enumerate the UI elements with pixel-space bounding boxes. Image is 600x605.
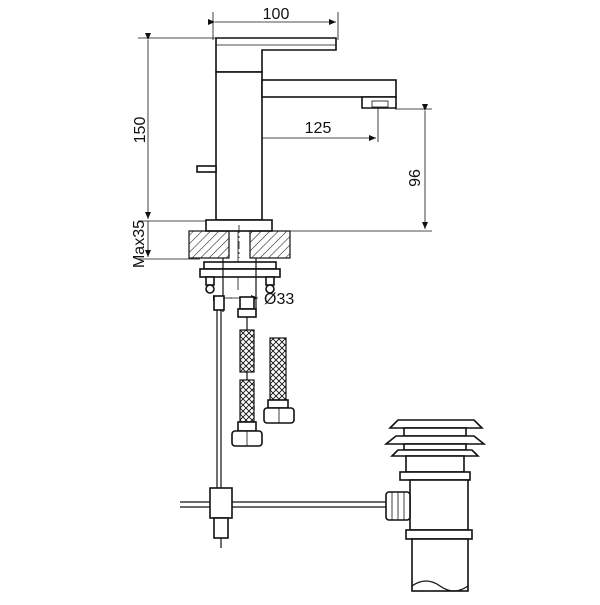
dimension-width-100: 100 <box>208 6 339 40</box>
countertop-section <box>188 230 291 259</box>
popup-rod <box>213 295 225 488</box>
dimension-label-150: 150 <box>132 117 149 144</box>
waste-tailpiece <box>411 538 469 592</box>
column <box>215 71 263 221</box>
mounting-hardware <box>199 258 281 312</box>
dimension-label-diameter-33: Ø33 <box>264 291 294 308</box>
linkage-rod <box>180 487 386 548</box>
spout <box>261 79 397 98</box>
supply-hose-left <box>231 296 263 447</box>
dimension-max35: Max35 <box>131 220 200 268</box>
popup-waste <box>383 419 487 592</box>
dimension-diameter-33: Ø33 <box>213 291 294 308</box>
popup-knob <box>196 165 217 173</box>
aerator <box>371 100 389 108</box>
waste-body <box>409 479 469 531</box>
spout-tip <box>361 96 397 109</box>
dimension-label-max35: Max35 <box>131 220 148 268</box>
handle-lever <box>215 37 337 73</box>
dimension-height-150: 150 <box>132 33 216 222</box>
dimension-height-96: 96 <box>272 104 432 232</box>
dimension-label-125: 125 <box>305 120 332 137</box>
dimension-label-100: 100 <box>263 6 290 23</box>
faucet-body <box>196 37 397 258</box>
dimension-label-96: 96 <box>407 169 424 187</box>
waste-cap <box>388 419 484 429</box>
supply-hose-right <box>263 337 295 424</box>
